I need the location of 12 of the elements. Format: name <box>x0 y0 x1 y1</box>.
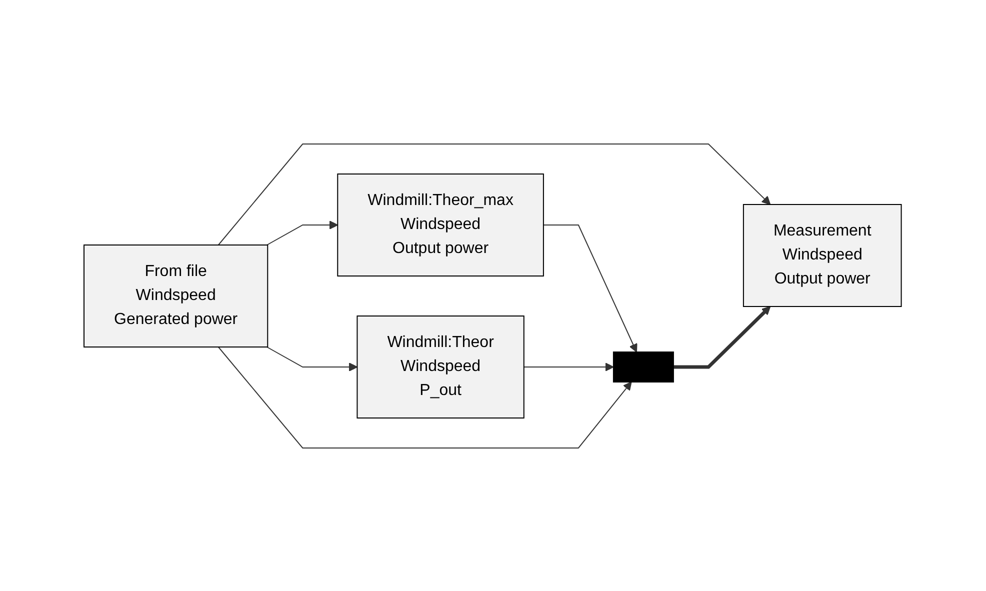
arrow <box>674 306 772 368</box>
arrow <box>218 143 772 245</box>
arrow <box>266 220 338 245</box>
node-box: Windmill:Theor Windspeed P_out <box>357 315 525 418</box>
arrow <box>218 346 632 448</box>
node-bar <box>613 351 674 382</box>
node-box: From file Windspeed Generated power <box>84 244 268 347</box>
node-box: Windmill:Theor_max Windspeed Output power <box>338 173 544 276</box>
arrow <box>266 346 358 371</box>
arrow <box>524 362 614 371</box>
node-box: Measurement Windspeed Output power <box>743 204 902 306</box>
arrow <box>543 224 638 352</box>
